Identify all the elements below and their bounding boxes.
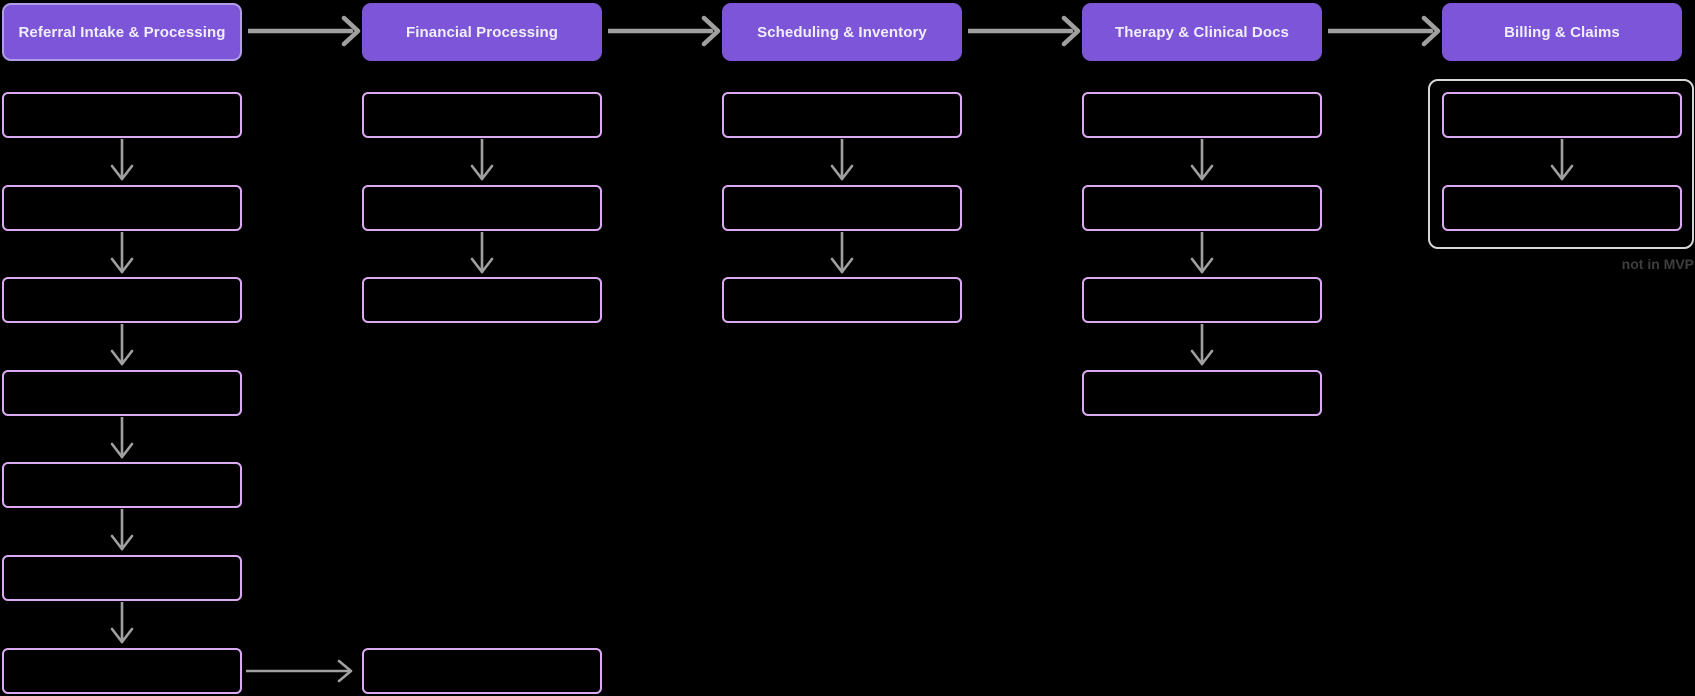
down-arrow-icon (1190, 137, 1214, 183)
down-arrow-icon (110, 322, 134, 368)
group-note-label: not in MVP (1621, 256, 1694, 272)
step-box[interactable] (362, 648, 602, 694)
stage-header-therapy-clinical-docs[interactable]: Therapy & Clinical Docs (1082, 3, 1322, 61)
step-box[interactable] (722, 92, 962, 138)
right-arrow-icon (244, 653, 362, 689)
step-box[interactable] (2, 92, 242, 138)
down-arrow-icon (1190, 322, 1214, 368)
step-box[interactable] (2, 277, 242, 323)
right-arrow-icon (245, 11, 364, 51)
down-arrow-icon (470, 230, 494, 276)
mvp-group-frame[interactable] (1428, 79, 1694, 249)
stage-header-label: Billing & Claims (1504, 23, 1620, 41)
stage-header-label: Scheduling & Inventory (757, 23, 927, 41)
step-box[interactable] (1442, 185, 1682, 231)
down-arrow-icon (830, 137, 854, 183)
down-arrow-icon (830, 230, 854, 276)
step-box[interactable] (2, 555, 242, 601)
down-arrow-icon (110, 230, 134, 276)
stage-header-label: Therapy & Clinical Docs (1114, 23, 1290, 41)
right-arrow-icon (965, 11, 1084, 51)
step-box[interactable] (362, 185, 602, 231)
stage-header-scheduling-inventory[interactable]: Scheduling & Inventory (722, 3, 962, 61)
down-arrow-icon (1550, 137, 1574, 183)
step-box[interactable] (1442, 92, 1682, 138)
step-box[interactable] (362, 277, 602, 323)
step-box[interactable] (2, 185, 242, 231)
down-arrow-icon (110, 137, 134, 183)
step-box[interactable] (1082, 185, 1322, 231)
stage-header-billing-claims[interactable]: Billing & Claims (1442, 3, 1682, 61)
step-box[interactable] (722, 277, 962, 323)
down-arrow-icon (110, 600, 134, 646)
stage-header-referral-intake-processing[interactable]: Referral Intake & Processing (2, 3, 242, 61)
step-box[interactable] (1082, 92, 1322, 138)
step-box[interactable] (362, 92, 602, 138)
step-box[interactable] (2, 648, 242, 694)
step-box[interactable] (722, 185, 962, 231)
down-arrow-icon (470, 137, 494, 183)
right-arrow-icon (605, 11, 724, 51)
right-arrow-icon (1325, 11, 1444, 51)
down-arrow-icon (110, 415, 134, 461)
stage-header-financial-processing[interactable]: Financial Processing (362, 3, 602, 61)
stage-header-label: Referral Intake & Processing (18, 23, 226, 41)
down-arrow-icon (1190, 230, 1214, 276)
step-box[interactable] (2, 370, 242, 416)
step-box[interactable] (1082, 277, 1322, 323)
step-box[interactable] (1082, 370, 1322, 416)
step-box[interactable] (2, 462, 242, 508)
stage-header-label: Financial Processing (405, 23, 559, 41)
down-arrow-icon (110, 507, 134, 553)
